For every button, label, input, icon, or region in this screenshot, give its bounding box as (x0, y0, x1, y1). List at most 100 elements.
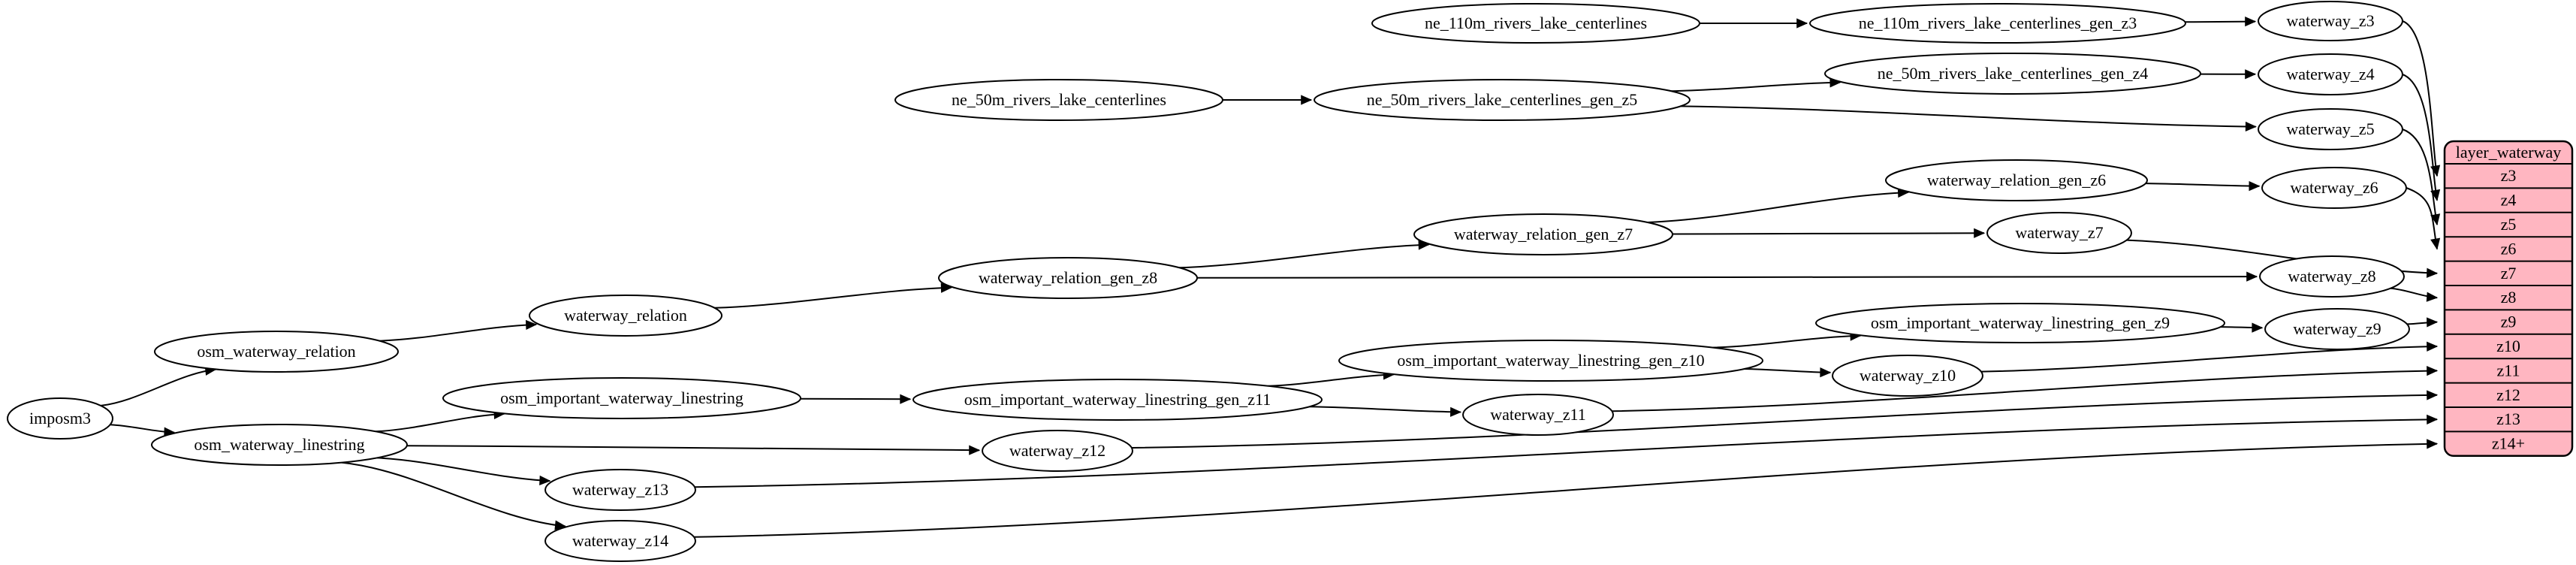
node-waterway_z14: waterway_z14 (544, 520, 696, 562)
node-ellipse-waterway_z12 (982, 430, 1133, 472)
table-row-z11: z11 (2497, 361, 2520, 379)
node-label-osm_important_waterway_linestring_gen_z9: osm_important_waterway_linestring_gen_z9 (1871, 313, 2170, 332)
node-label-osm_important_waterway_linestring_gen_z11: osm_important_waterway_linestring_gen_z1… (964, 390, 1271, 409)
table-title: layer_waterway (2456, 143, 2561, 162)
edge-waterway_relation_gen_z8-to-waterway_z8 (1196, 271, 2258, 282)
edge-waterway_z13-to-layer_waterway-z13 (694, 414, 2439, 488)
edge-waterway_z8-to-layer_waterway-z8 (2390, 287, 2439, 302)
node-label-waterway_z5: waterway_z5 (2286, 119, 2374, 138)
node-ellipse-waterway_z14 (544, 520, 696, 562)
edge-waterway_z6-to-layer_waterway-z6 (2406, 187, 2441, 250)
edge-osm_important_waterway_linestring_gen_z11-to-waterway_z11 (1309, 406, 1462, 417)
edge-osm_waterway_linestring-to-waterway_z12 (406, 445, 981, 455)
node-osm_waterway_linestring: osm_waterway_linestring (151, 424, 408, 466)
edge-waterway_z5-to-layer_waterway-z5 (2402, 128, 2441, 226)
node-ellipse-ne_110m_rivers_lake_centerlines (1371, 3, 1700, 44)
node-label-waterway_z3: waterway_z3 (2286, 11, 2374, 30)
node-label-waterway_relation_gen_z6: waterway_relation_gen_z6 (1927, 171, 2106, 189)
node-ellipse-waterway_relation_gen_z7 (1413, 213, 1673, 255)
node-ellipse-waterway_z5 (2258, 108, 2403, 150)
node-osm_important_waterway_linestring_gen_z10: osm_important_waterway_linestring_gen_z1… (1338, 340, 1763, 382)
node-label-osm_important_waterway_linestring_gen_z10: osm_important_waterway_linestring_gen_z1… (1397, 351, 1704, 370)
node-waterway_z12: waterway_z12 (982, 430, 1133, 472)
edge-imposm3-to-osm_waterway_linestring (110, 424, 176, 437)
edge-waterway_z3-to-layer_waterway-z3 (2402, 20, 2441, 177)
node-ellipse-waterway_z3 (2258, 1, 2403, 41)
edge-ne_50m_rivers_lake_centerlines_gen_z5-to-ne_50m_rivers_lake_centerlines_gen_z4 (1671, 77, 1842, 92)
node-label-waterway_relation_gen_z7: waterway_relation_gen_z7 (1454, 225, 1633, 243)
node-label-waterway_relation_gen_z8: waterway_relation_gen_z8 (979, 268, 1157, 287)
node-waterway_z10: waterway_z10 (1832, 355, 1983, 397)
node-waterway_z9: waterway_z9 (2264, 308, 2410, 350)
edge-osm_waterway_linestring-to-waterway_z14 (341, 461, 566, 530)
node-ellipse-osm_important_waterway_linestring_gen_z10 (1338, 340, 1763, 382)
node-waterway_relation_gen_z6: waterway_relation_gen_z6 (1885, 159, 2148, 201)
node-label-waterway_z10: waterway_z10 (1860, 366, 1956, 385)
node-waterway_z5: waterway_z5 (2258, 108, 2403, 150)
edge-imposm3-to-osm_waterway_relation (101, 365, 217, 406)
edge-ne_50m_rivers_lake_centerlines_gen_z5-to-waterway_z5 (1680, 105, 2257, 132)
node-ellipse-waterway_z13 (544, 469, 696, 511)
node-ellipse-ne_50m_rivers_lake_centerlines_gen_z4 (1824, 53, 2201, 95)
edge-osm_waterway_linestring-to-osm_important_waterway_linestring (376, 409, 505, 433)
node-label-waterway_z14: waterway_z14 (572, 531, 668, 550)
edge-waterway_relation_gen_z7-to-waterway_z7 (1672, 228, 1986, 238)
node-osm_important_waterway_linestring_gen_z9: osm_important_waterway_linestring_gen_z9 (1815, 303, 2225, 343)
node-label-waterway_z9: waterway_z9 (2293, 319, 2381, 338)
node-waterway_relation_gen_z8: waterway_relation_gen_z8 (938, 257, 1198, 299)
node-ne_50m_rivers_lake_centerlines: ne_50m_rivers_lake_centerlines (894, 79, 1223, 121)
node-osm_waterway_relation: osm_waterway_relation (154, 331, 399, 373)
edge-waterway_z14-to-layer_waterway-z14plus (694, 439, 2439, 538)
edge-waterway_z4-to-layer_waterway-z4 (2402, 74, 2441, 201)
table-row-z5: z5 (2501, 215, 2517, 234)
node-label-osm_important_waterway_linestring: osm_important_waterway_linestring (500, 388, 744, 407)
table-row-z13: z13 (2496, 409, 2520, 428)
edge-waterway_z11-to-layer_waterway-z11 (1612, 366, 2439, 412)
edges-layer (101, 17, 2441, 538)
node-osm_important_waterway_linestring_gen_z11: osm_important_waterway_linestring_gen_z1… (912, 379, 1323, 421)
edge-osm_important_waterway_linestring_gen_z10-to-waterway_z10 (1744, 367, 1832, 378)
node-ellipse-waterway_relation_gen_z6 (1885, 159, 2148, 201)
edge-waterway_z10-to-layer_waterway-z10 (1980, 341, 2439, 373)
node-ellipse-waterway_z4 (2258, 53, 2403, 95)
node-ellipse-osm_waterway_linestring (151, 424, 408, 466)
node-label-waterway_z6: waterway_z6 (2290, 178, 2378, 197)
node-ellipse-osm_important_waterway_linestring (442, 377, 801, 419)
node-ne_110m_rivers_lake_centerlines_gen_z3: ne_110m_rivers_lake_centerlines_gen_z3 (1809, 3, 2186, 44)
node-label-waterway_z12: waterway_z12 (1009, 441, 1106, 460)
table-layer_waterway: layer_waterwayz3z4z5z6z7z8z9z10z11z12z13… (2443, 140, 2574, 458)
node-label-osm_waterway_linestring: osm_waterway_linestring (194, 435, 364, 454)
edge-waterway_relation_gen_z6-to-waterway_z6 (2145, 180, 2261, 192)
node-label-waterway_relation: waterway_relation (564, 306, 687, 325)
table-row-z7: z7 (2501, 264, 2517, 282)
edge-osm_important_waterway_linestring_gen_z11-to-osm_important_waterway_linestring_gen_z10 (1268, 370, 1395, 387)
node-ellipse-osm_important_waterway_linestring_gen_z11 (912, 379, 1323, 421)
table-row-z8: z8 (2501, 288, 2517, 307)
node-waterway_z8: waterway_z8 (2259, 255, 2405, 298)
node-waterway_relation_gen_z7: waterway_relation_gen_z7 (1413, 213, 1673, 255)
table-row-z3: z3 (2501, 166, 2517, 185)
node-ellipse-waterway_relation (529, 295, 722, 337)
node-waterway_z6: waterway_z6 (2261, 167, 2407, 209)
node-ellipse-osm_waterway_relation (154, 331, 399, 373)
edge-waterway_z9-to-layer_waterway-z9 (2407, 317, 2439, 328)
edge-waterway_z12-to-layer_waterway-z12 (1131, 390, 2439, 449)
edge-waterway_relation-to-waterway_relation_gen_z8 (714, 282, 952, 309)
node-waterway_z4: waterway_z4 (2258, 53, 2403, 95)
node-ne_110m_rivers_lake_centerlines: ne_110m_rivers_lake_centerlines (1371, 3, 1700, 44)
table-row-z10: z10 (2496, 337, 2520, 355)
node-imposm3: imposm3 (7, 397, 113, 440)
table-layer: layer_waterwayz3z4z5z6z7z8z9z10z11z12z13… (2443, 140, 2574, 458)
node-label-osm_waterway_relation: osm_waterway_relation (197, 342, 355, 361)
node-osm_important_waterway_linestring: osm_important_waterway_linestring (442, 377, 801, 419)
table-row-z4: z4 (2501, 191, 2517, 210)
edge-ne_110m_rivers_lake_centerlines_gen_z3-to-waterway_z3 (2185, 17, 2257, 27)
node-ellipse-ne_50m_rivers_lake_centerlines_gen_z5 (1314, 79, 1691, 121)
node-waterway_relation: waterway_relation (529, 295, 722, 337)
node-label-ne_110m_rivers_lake_centerlines_gen_z3: ne_110m_rivers_lake_centerlines_gen_z3 (1859, 14, 2137, 32)
node-ellipse-waterway_relation_gen_z8 (938, 257, 1198, 299)
edge-waterway_relation_gen_z7-to-waterway_relation_gen_z6 (1647, 187, 1910, 223)
edge-osm_waterway_relation-to-waterway_relation (379, 319, 538, 342)
